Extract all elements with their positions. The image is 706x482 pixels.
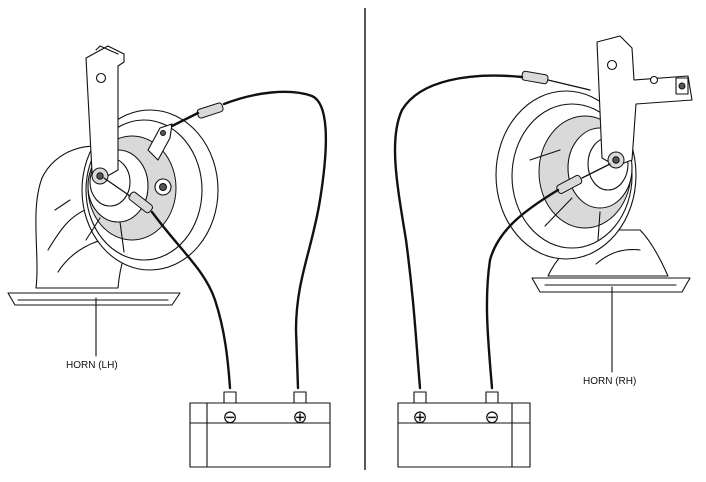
horn-left-bracket bbox=[85, 45, 125, 179]
battery-left-negative-terminal: ⊖ bbox=[222, 407, 237, 427]
battery-right-negative-terminal: ⊖ bbox=[484, 407, 499, 427]
horn-right-bracket bbox=[596, 35, 693, 167]
horn-left-flare bbox=[7, 292, 181, 306]
horn-right bbox=[495, 35, 693, 293]
wire-left-negative bbox=[103, 177, 131, 197]
wire-left-positive bbox=[170, 90, 328, 390]
battery-left-positive-terminal: ⊕ bbox=[292, 407, 307, 427]
horn-left bbox=[7, 45, 219, 306]
horn-left-connector-bottom bbox=[128, 191, 153, 214]
battery-right-positive-terminal: ⊕ bbox=[412, 407, 427, 427]
horn-right-label: HORN (RH) bbox=[583, 376, 636, 387]
battery-right: ⊕ ⊖ bbox=[397, 391, 531, 468]
horn-left-label: HORN (LH) bbox=[66, 360, 118, 371]
horn-right-connector-top bbox=[521, 70, 549, 85]
wire-right-negative bbox=[485, 188, 560, 390]
battery-left: ⊖ ⊕ bbox=[189, 391, 331, 468]
horn-left-connector-top bbox=[196, 102, 224, 119]
wire-right-positive bbox=[393, 74, 524, 390]
